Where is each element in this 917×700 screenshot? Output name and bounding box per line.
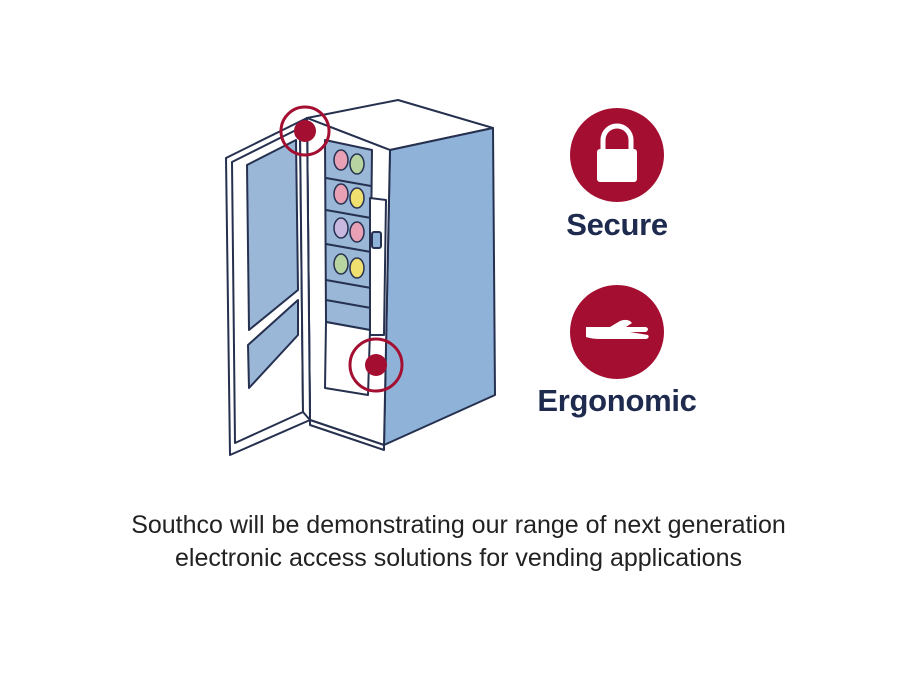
upper-latch-marker — [279, 105, 331, 157]
door-window — [246, 139, 299, 331]
ergonomic-label: Ergonomic — [537, 383, 697, 418]
hand-icon — [570, 285, 664, 379]
caption-line-2: electronic access solutions for vending … — [175, 544, 742, 572]
padlock-icon — [570, 108, 664, 202]
caption-text: Southco will be demonstrating our range … — [60, 509, 857, 575]
caption-line-1: Southco will be demonstrating our range … — [131, 511, 786, 539]
lower-latch-marker — [348, 337, 404, 393]
secure-label: Secure — [566, 207, 668, 242]
cabinet-side — [383, 127, 496, 446]
